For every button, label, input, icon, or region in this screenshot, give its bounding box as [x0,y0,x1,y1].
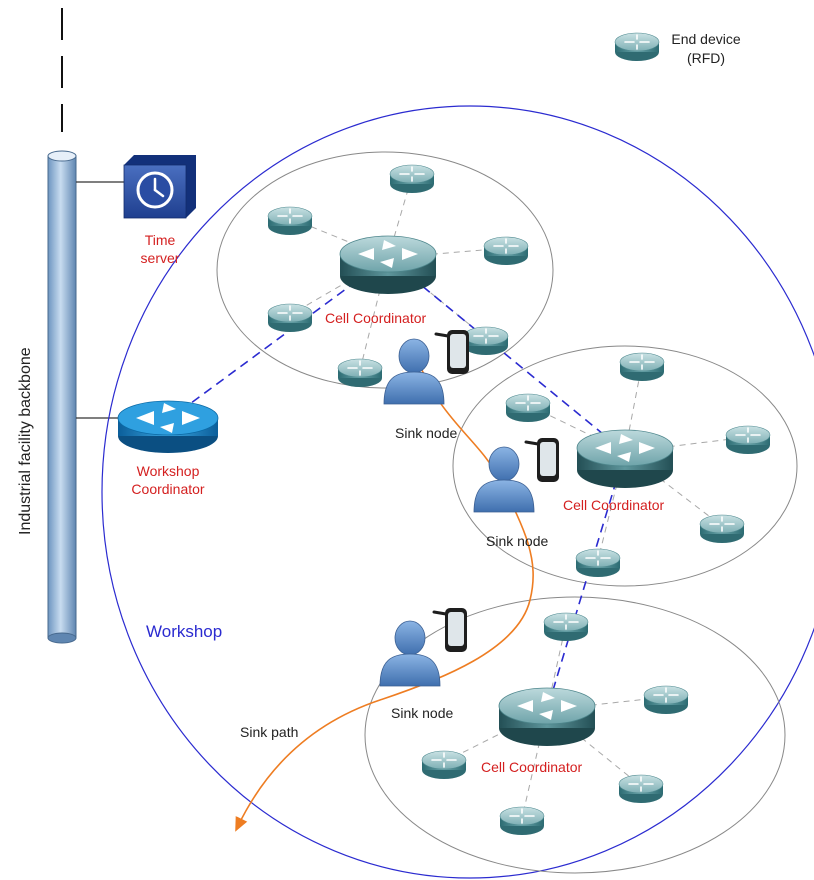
workshop-label: Workshop [146,622,222,641]
cell-1-boundary [216,151,554,389]
backbone-pipe [47,150,77,644]
sink-node-1 [383,328,471,405]
workshop-coordinator-label-line2: Coordinator [131,481,204,497]
cell-coordinator-2-icon [576,429,674,489]
legend: End device (RFD) [614,31,741,66]
cell-coordinator-1-label: Cell Coordinator [325,310,426,326]
sink-node-3 [379,606,469,687]
sink-path-label: Sink path [240,724,298,740]
sink-node-2-label: Sink node [486,533,548,549]
sink-node-2 [473,436,561,513]
workshop-coordinator-label-line1: Workshop [137,463,200,479]
time-server-label-line1: Time [145,232,176,248]
sink-path [235,359,534,832]
cell-coordinator-1-icon [339,235,437,295]
router-icon [117,400,219,453]
cell-3-boundary [364,596,786,874]
cell-coordinator-2-label: Cell Coordinator [563,497,664,513]
workshop-boundary [101,105,814,879]
sink-node-1-label: Sink node [395,425,457,441]
clock-server-icon [123,155,196,219]
time-server-label-line2: server [141,250,180,266]
cell-coordinator-3-icon [498,687,596,747]
sink-node-3-label: Sink node [391,705,453,721]
legend-text-line1: End device [671,31,740,47]
cell-2-boundary [452,345,798,587]
backbone-label: Industrial facility backbone [17,347,34,535]
legend-text-line2: (RFD) [687,50,725,66]
cell-coordinator-3-label: Cell Coordinator [481,759,582,775]
